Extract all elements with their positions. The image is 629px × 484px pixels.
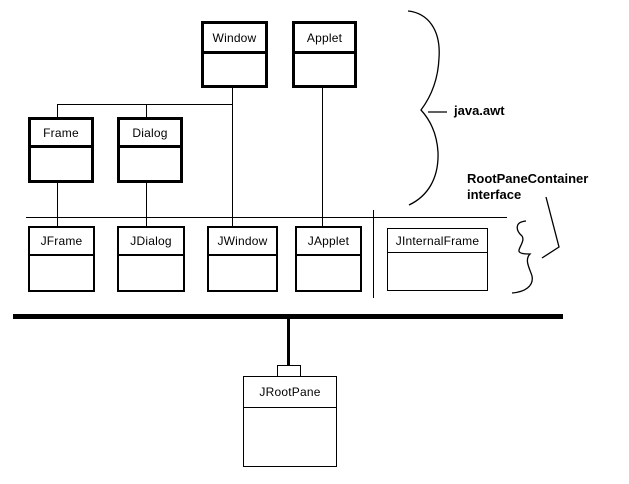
class-body-window — [204, 54, 265, 85]
class-box-frame: Frame — [28, 117, 94, 183]
dialog-parent-stub-line — [146, 104, 147, 118]
class-title-jdialog: JDialog — [119, 228, 183, 256]
applet-descendant-line — [322, 88, 323, 226]
class-title-window: Window — [204, 24, 265, 54]
class-box-jdialog: JDialog — [117, 226, 185, 292]
class-body-applet — [295, 54, 354, 85]
class-box-japplet: JApplet — [295, 226, 362, 292]
class-title-jrootpane: JRootPane — [244, 377, 336, 408]
class-body-jinternalframe — [388, 253, 487, 290]
class-box-dialog: Dialog — [117, 117, 183, 183]
class-title-jframe: JFrame — [30, 228, 93, 256]
interface-pointer-line — [541, 196, 560, 259]
class-body-japplet — [297, 256, 360, 290]
class-body-frame — [31, 148, 91, 180]
jrootpane-stem-line — [287, 319, 290, 366]
dialog-descendant-line — [146, 183, 147, 226]
class-title-dialog: Dialog — [120, 120, 180, 148]
class-box-jwindow: JWindow — [207, 226, 278, 292]
class-body-jwindow — [209, 256, 276, 290]
class-box-jrootpane: JRootPane — [243, 376, 337, 467]
row-separator-line — [373, 210, 374, 298]
frame-descendant-line — [57, 183, 58, 226]
rootpanecontainer-label: RootPaneContainer interface — [467, 171, 588, 203]
java-awt-brace — [407, 10, 440, 206]
class-box-jinternalframe: JInternalFrame — [387, 228, 488, 291]
class-body-dialog — [120, 148, 180, 180]
class-body-jdialog — [119, 256, 183, 290]
class-body-jframe — [30, 256, 93, 290]
class-box-jframe: JFrame — [28, 226, 95, 292]
class-title-applet: Applet — [295, 24, 354, 54]
rootpanecontainer-label-line1: RootPaneContainer — [467, 171, 589, 186]
class-title-japplet: JApplet — [297, 228, 360, 256]
java-awt-label: java.awt — [454, 103, 505, 118]
class-title-frame: Frame — [31, 120, 91, 148]
class-title-jinternalframe: JInternalFrame — [388, 229, 487, 253]
class-title-jwindow: JWindow — [209, 228, 276, 256]
window-descendant-line — [232, 88, 233, 226]
swing-row-line — [26, 217, 507, 218]
branch-horizontal-line — [57, 104, 233, 105]
jinternalframe-brace — [511, 220, 533, 294]
class-body-jrootpane — [244, 408, 336, 466]
rootpanecontainer-label-line2: interface — [467, 187, 522, 202]
class-box-window: Window — [201, 21, 268, 88]
class-box-applet: Applet — [292, 21, 357, 88]
thick-divider-line — [13, 314, 563, 319]
frame-parent-stub-line — [57, 104, 58, 118]
